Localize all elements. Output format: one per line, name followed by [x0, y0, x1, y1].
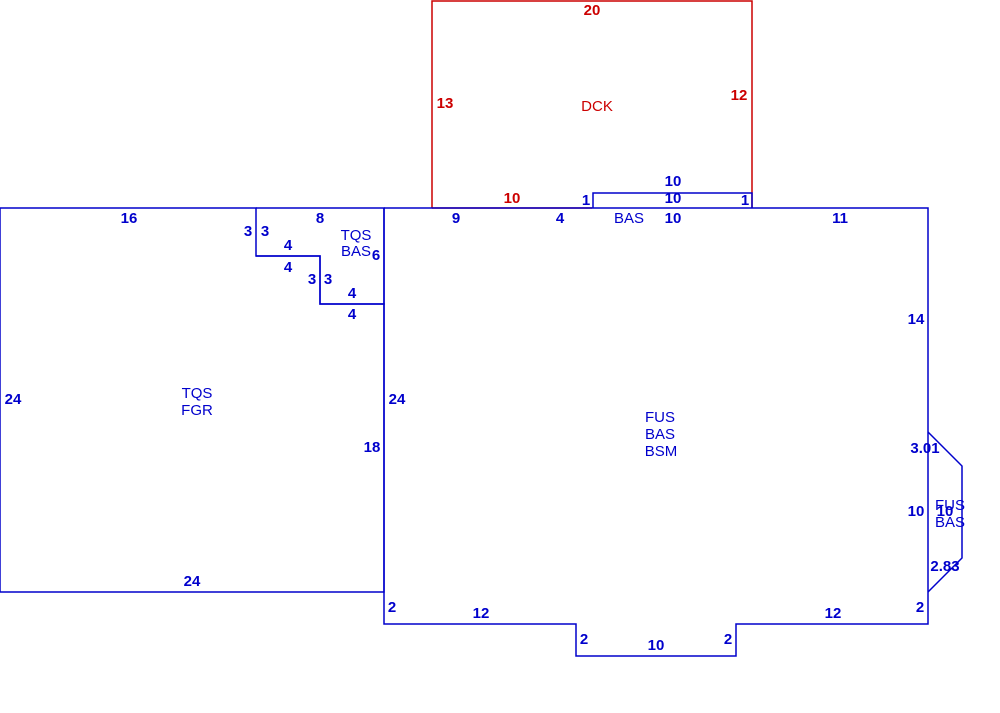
- bump-code: BAS: [614, 210, 644, 227]
- bump-dim-top: 10: [665, 173, 682, 190]
- bump-out-labels: 10 10 10 1 1 BAS: [582, 173, 749, 227]
- main-dim-right: 14: [908, 311, 925, 328]
- bay-dim-lower: 2.83: [930, 558, 959, 575]
- garage-labels: 16 24 24 18 TQS FGR: [5, 210, 381, 590]
- bay-code-2: BAS: [935, 514, 965, 531]
- stair-area-outline: [256, 207, 385, 305]
- stair-dim-step3-lower: 4: [348, 306, 357, 323]
- bay-dim-upper: 3.01: [910, 440, 939, 457]
- deck-dim-right: 12: [731, 87, 748, 104]
- garage-code-2: FGR: [181, 402, 213, 419]
- garage-dim-top: 16: [121, 210, 138, 227]
- main-dim-bottom-left: 12: [473, 605, 490, 622]
- main-dim-bottom-left-vert: 2: [388, 599, 396, 616]
- main-code-1: FUS: [645, 409, 675, 426]
- stair-dim-step2-a: 3: [308, 271, 316, 288]
- main-dim-bottom-right-vert: 2: [916, 599, 924, 616]
- garage-code-1: TQS: [182, 385, 213, 402]
- main-dim-left: 24: [389, 391, 406, 408]
- main-code-3: BSM: [645, 443, 678, 460]
- stair-code-1: TQS: [341, 227, 372, 244]
- bay-window-labels: 3.01 10 10 2.83 FUS BAS: [908, 440, 965, 575]
- deck-code: DCK: [581, 98, 613, 115]
- stair-dim-step1-lower: 4: [284, 259, 293, 276]
- bump-out-outline: [592, 192, 753, 208]
- garage-dim-right: 18: [364, 439, 381, 456]
- main-dim-top-mid: 4: [556, 210, 565, 227]
- main-dim-top-left: 9: [452, 210, 460, 227]
- main-dim-notch-bottom: 10: [648, 637, 665, 654]
- bay-window-outline: [927, 431, 963, 593]
- main-code-2: BAS: [645, 426, 675, 443]
- stair-dim-left-vert: 3: [244, 223, 252, 240]
- bump-dim-inner-top: 10: [665, 190, 682, 207]
- deck-dim-bottom: 10: [504, 190, 521, 207]
- garage-dim-bottom: 24: [184, 573, 201, 590]
- bump-dim-left: 1: [582, 192, 590, 209]
- bay-dim-front: 10: [937, 503, 954, 520]
- bay-code-1: FUS: [935, 497, 965, 514]
- garage-dim-left: 24: [5, 391, 22, 408]
- bump-dim-right: 1: [741, 192, 749, 209]
- stair-dim-step2-b: 3: [324, 271, 332, 288]
- main-dim-top-right: 11: [832, 210, 848, 227]
- deck-labels: 20 13 12 10 DCK: [437, 2, 748, 207]
- main-house-labels: 9 4 11 24 14 2 12 2 10 2 12 2 FUS BAS BS…: [388, 210, 925, 654]
- main-dim-notch-right: 2: [724, 631, 732, 648]
- stair-area-labels: 3 3 4 4 3 3 4 4 8 6 TQS BAS: [244, 210, 380, 323]
- stair-dim-step3: 4: [348, 285, 357, 302]
- main-dim-bottom-right: 12: [825, 605, 842, 622]
- stair-code-2: BAS: [341, 243, 371, 260]
- stair-dim-right: 6: [372, 247, 380, 264]
- stair-dim-step-vert: 3: [261, 223, 269, 240]
- main-dim-notch-left: 2: [580, 631, 588, 648]
- stair-dim-top: 8: [316, 210, 324, 227]
- stair-dim-step1: 4: [284, 237, 293, 254]
- bay-dim-width: 10: [908, 503, 925, 520]
- deck-dim-left: 13: [437, 95, 454, 112]
- deck-outline: [431, 0, 753, 208]
- deck-dim-top: 20: [584, 2, 601, 19]
- main-house-outline: [383, 207, 929, 657]
- bump-dim-bottom: 10: [665, 210, 682, 227]
